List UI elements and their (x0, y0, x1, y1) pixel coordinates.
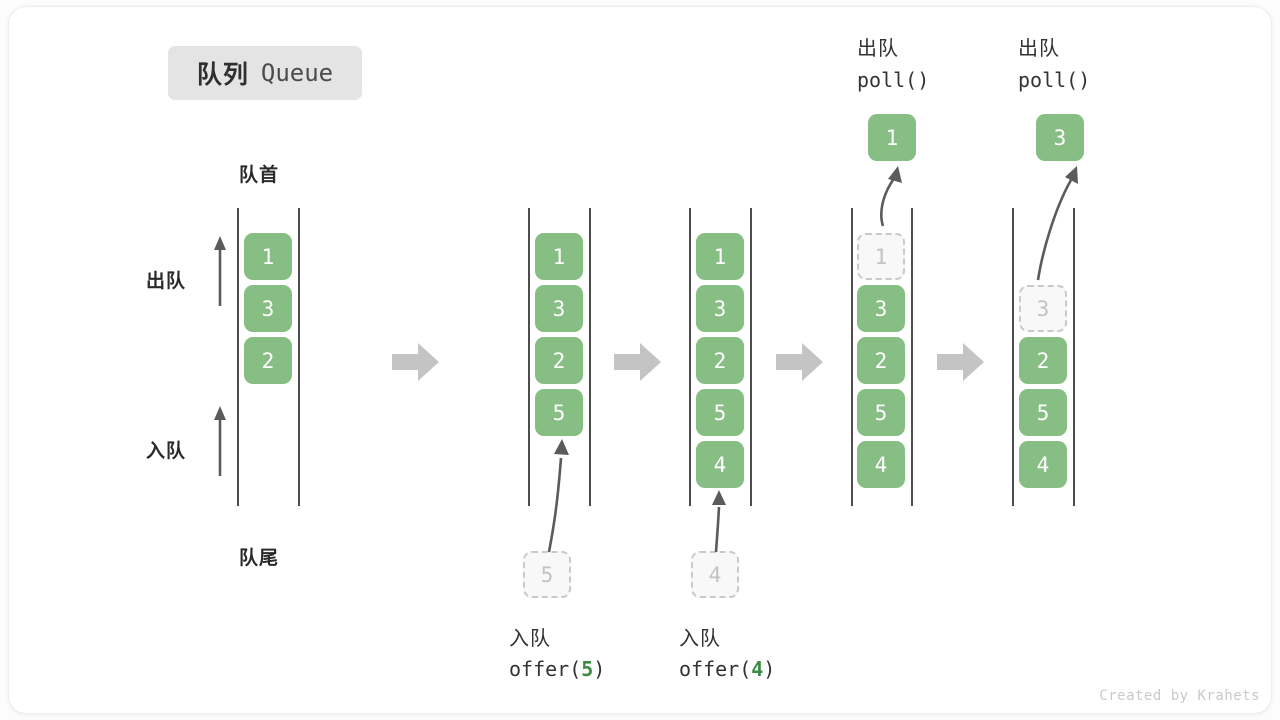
stage-offer4-item-3: 5 (696, 389, 744, 436)
stage-offer4-item-4: 4 (696, 441, 744, 488)
stage-offer5-incoming-ghost: 5 (523, 551, 571, 598)
stage-poll1-rail-left (851, 208, 853, 506)
stage-offer4-rail-left (689, 208, 691, 506)
stage-offer5-rail-left (528, 208, 530, 506)
stage-offer4-rail-right (750, 208, 752, 506)
stage-poll1-item-4: 4 (857, 441, 905, 488)
stage-poll3-item-4: 4 (1019, 441, 1067, 488)
stage-initial-item-0: 1 (244, 233, 292, 280)
stage-poll3-item-2: 2 (1019, 337, 1067, 384)
stage-offer4-caption-code-suffix: ) (763, 657, 776, 681)
stage-poll3-popped-item: 3 (1036, 114, 1084, 161)
stage-poll1-item-0-ghost: 1 (857, 233, 905, 280)
stage-offer5-item-1: 3 (535, 285, 583, 332)
stage-offer4-caption-code: offer(4) (679, 657, 775, 681)
stage-offer4-insert-arrow (712, 490, 726, 553)
stage-offer4-caption-code-prefix: offer( (679, 657, 752, 681)
stage-initial-item-2: 2 (244, 337, 292, 384)
stage-poll3-rail-right (1073, 208, 1075, 506)
stage-poll1-header-code: poll() (857, 68, 930, 92)
stage-initial-rail-right (298, 208, 300, 506)
stage-offer5-item-2: 2 (535, 337, 583, 384)
stage-poll1-item-3: 5 (857, 389, 905, 436)
stage-poll1-rail-right (911, 208, 913, 506)
stage-offer4-incoming-ghost: 4 (691, 551, 739, 598)
stage-offer5-rail-right (589, 208, 591, 506)
stage-poll1-remove-arrow (880, 166, 902, 227)
stage-poll3-item-3: 5 (1019, 389, 1067, 436)
stage-poll1-item-1: 3 (857, 285, 905, 332)
stage-offer5-item-0: 1 (535, 233, 583, 280)
stage-initial-item-1: 3 (244, 285, 292, 332)
stage-offer4-item-2: 2 (696, 337, 744, 384)
stage-initial-rail-left (237, 208, 239, 506)
stage-poll3-header-code: poll() (1018, 68, 1091, 92)
footer-credit: Created by Krahets (1099, 688, 1260, 704)
stage-offer4-item-1: 3 (696, 285, 744, 332)
diagram-title-cn: 队列 (196, 61, 249, 89)
stage-offer4-caption-arg: 4 (751, 657, 764, 681)
stage-offer4-item-0: 1 (696, 233, 744, 280)
stage-poll1-popped-item: 1 (868, 114, 916, 161)
stage-offer5-caption-cn: 入队 (509, 628, 551, 650)
stage-poll3-header-cn: 出队 (1018, 38, 1060, 60)
stage-offer5-insert-arrow (547, 439, 569, 553)
step-arrow-2-icon (614, 343, 661, 381)
stage-offer5-caption-code-prefix: offer( (509, 657, 582, 681)
label-queue-front: 队首 (239, 165, 280, 186)
stage-poll3-item-1-ghost: 3 (1019, 285, 1067, 332)
diagram-title-en: Queue (260, 59, 334, 87)
label-queue-rear: 队尾 (239, 548, 280, 569)
enqueue-direction-arrow (214, 406, 226, 476)
stage-offer4-caption-cn: 入队 (679, 628, 721, 650)
stage-poll1-item-2: 2 (857, 337, 905, 384)
label-dequeue-side: 出队 (146, 271, 187, 292)
stage-offer5-caption-code-suffix: ) (593, 657, 606, 681)
stage-poll1-header-cn: 出队 (857, 38, 899, 60)
diagram-title-badge: 队列 Queue (168, 46, 362, 100)
step-arrow-1-icon (392, 343, 439, 381)
stage-offer5-caption-code: offer(5) (509, 657, 605, 681)
stage-poll3-rail-left (1012, 208, 1014, 506)
stage-poll3-remove-arrow (1036, 166, 1078, 281)
stage-offer5-item-3: 5 (535, 389, 583, 436)
stage-offer5-caption-arg: 5 (581, 657, 594, 681)
step-arrow-3-icon (776, 343, 823, 381)
dequeue-direction-arrow (214, 236, 226, 306)
label-enqueue-side: 入队 (146, 441, 187, 462)
step-arrow-4-icon (937, 343, 984, 381)
